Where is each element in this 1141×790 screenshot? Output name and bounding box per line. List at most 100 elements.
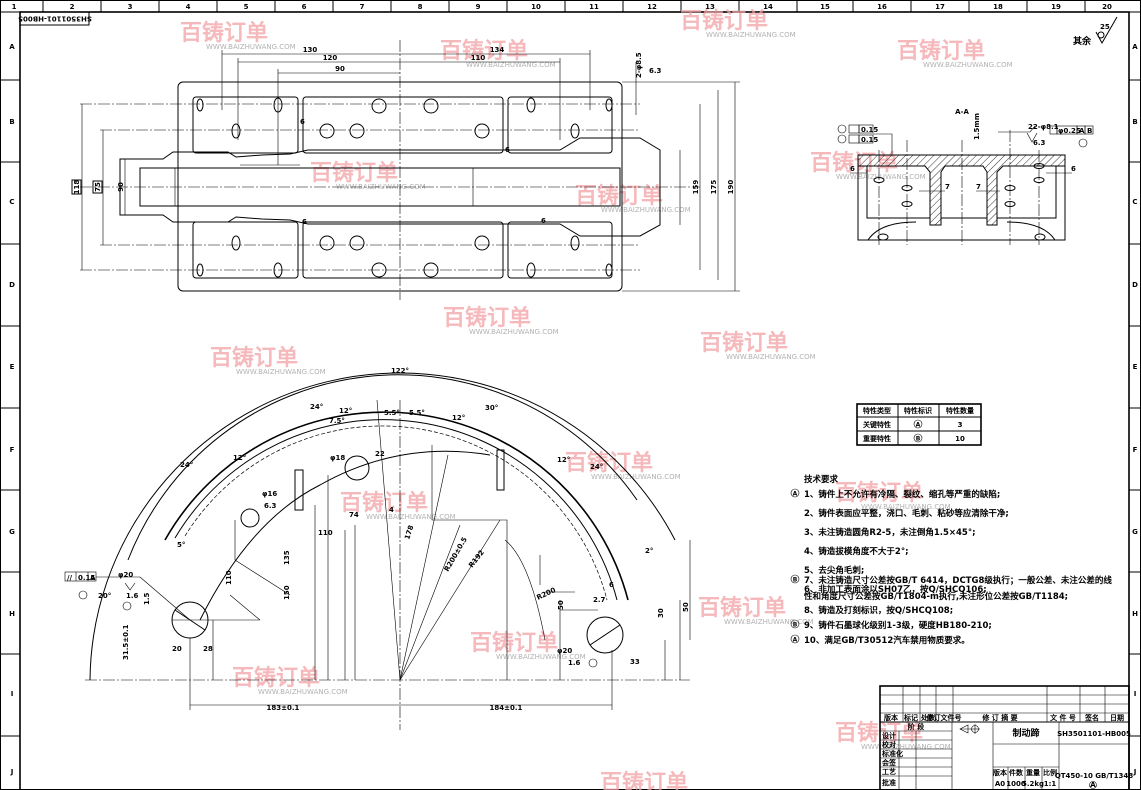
svg-text:百铸订单: 百铸订单 [232, 665, 320, 691]
svg-text:A: A [793, 637, 798, 644]
svg-text:WWW.BAIZHUWANG.COM: WWW.BAIZHUWANG.COM [258, 688, 348, 696]
svg-text:25: 25 [1100, 23, 1110, 31]
svg-text:6: 6 [609, 581, 614, 589]
svg-text:7.5°: 7.5° [329, 417, 345, 425]
svg-text:6.3: 6.3 [1033, 139, 1046, 147]
svg-text:6: 6 [850, 165, 855, 173]
svg-text:178: 178 [403, 524, 415, 540]
svg-text:9、铸件石墨球化级别1-3级，硬度HB180-210;: 9、铸件石墨球化级别1-3级，硬度HB180-210; [804, 620, 992, 631]
svg-text:百铸订单: 百铸订单 [443, 305, 531, 331]
svg-text:12°: 12° [557, 456, 570, 464]
svg-text:A: A [916, 422, 921, 429]
svg-text:2-φ8.5: 2-φ8.5 [635, 52, 643, 78]
svg-text:φ20: φ20 [557, 647, 572, 655]
svg-text:3: 3 [958, 421, 963, 429]
svg-text:75: 75 [94, 182, 102, 192]
svg-text:F: F [10, 446, 15, 454]
svg-text:24°: 24° [310, 403, 323, 411]
svg-text:183±0.1: 183±0.1 [267, 704, 300, 712]
svg-text:184±0.1: 184±0.1 [490, 704, 523, 712]
svg-text:24°: 24° [180, 461, 193, 469]
svg-text:33: 33 [630, 658, 640, 666]
svg-text:17: 17 [935, 3, 945, 11]
svg-text:3、未注铸造圆角R2-5，未注倒角1.5×45°;: 3、未注铸造圆角R2-5，未注倒角1.5×45°; [804, 527, 975, 538]
svg-text:会签: 会签 [882, 758, 897, 767]
svg-text:WWW.BAIZHUWANG.COM: WWW.BAIZHUWANG.COM [469, 328, 559, 336]
svg-text:特性类型: 特性类型 [863, 406, 891, 415]
svg-text:20: 20 [172, 645, 182, 653]
svg-text:百铸订单: 百铸订单 [680, 8, 768, 34]
svg-text:WWW.BAIZHUWANG.COM: WWW.BAIZHUWANG.COM [336, 183, 426, 191]
drawing-number-tag: SH3501101-HB005 [18, 11, 92, 26]
svg-text:F: F [1133, 446, 1138, 454]
svg-text:批准: 批准 [882, 778, 896, 787]
svg-text:日期: 日期 [1110, 713, 1124, 722]
svg-text:175: 175 [710, 180, 718, 195]
svg-text:文 件 号: 文 件 号 [1050, 713, 1076, 722]
svg-text:百铸订单: 百铸订单 [440, 38, 528, 64]
svg-text:特性标识: 特性标识 [904, 406, 932, 415]
svg-text:阶 段: 阶 段 [908, 722, 924, 731]
svg-text:A: A [9, 43, 15, 51]
svg-text:18: 18 [993, 3, 1003, 11]
svg-text:D: D [9, 281, 15, 289]
svg-text:90: 90 [117, 182, 125, 192]
svg-text:12°: 12° [452, 414, 465, 422]
svg-text:8、铸造及打刻标识，按Q/SHCQ108;: 8、铸造及打刻标识，按Q/SHCQ108; [804, 605, 953, 616]
svg-text:WWW.BAIZHUWANG.COM: WWW.BAIZHUWANG.COM [861, 503, 951, 511]
svg-text:12: 12 [647, 3, 657, 11]
svg-text:特性数量: 特性数量 [946, 406, 974, 415]
svg-text:190: 190 [727, 180, 735, 195]
characteristics-table: 特性类型 特性标识 特性数量 关键特性 A 3 重要特性 B 10 [856, 403, 982, 446]
arc-view-dimension-lines [64, 540, 691, 710]
svg-text:1.6: 1.6 [568, 659, 581, 667]
material: QT450-10 GB/T1348 [1055, 772, 1133, 780]
svg-text:WWW.BAIZHUWANG.COM: WWW.BAIZHUWANG.COM [724, 618, 814, 626]
svg-text:WWW.BAIZHUWANG.COM: WWW.BAIZHUWANG.COM [366, 513, 456, 521]
svg-text:1: 1 [12, 3, 17, 11]
svg-text:WWW.BAIZHUWANG.COM: WWW.BAIZHUWANG.COM [861, 743, 951, 751]
svg-text:6: 6 [302, 3, 307, 11]
svg-text:百铸订单: 百铸订单 [340, 490, 428, 516]
svg-text:A: A [1079, 127, 1085, 135]
svg-text:A: A [90, 574, 96, 582]
svg-text:百铸订单: 百铸订单 [835, 480, 923, 506]
svg-text:1.5mm: 1.5mm [973, 113, 981, 140]
svg-text:版本: 版本 [993, 768, 1007, 777]
svg-text:110: 110 [225, 570, 233, 585]
svg-text:24°: 24° [590, 463, 603, 471]
svg-text:13: 13 [705, 3, 715, 11]
svg-text:2°: 2° [645, 547, 653, 555]
title-block: 版本 标记 处数 修订文件号 修 订 摘 要 文 件 号 签名 日期 阶 段 设… [879, 685, 1133, 790]
svg-text:百铸订单: 百铸订单 [897, 38, 985, 64]
svg-text:5°: 5° [177, 541, 185, 549]
svg-text:50: 50 [682, 602, 690, 612]
svg-text:6.3: 6.3 [649, 67, 662, 75]
top-view: 130 120 90 134 110 118 75 90 190 175 159… [71, 40, 740, 300]
svg-text:4、铸造拔模角度不大于2°;: 4、铸造拔模角度不大于2°; [804, 546, 908, 557]
svg-text:8: 8 [418, 3, 423, 11]
svg-text:3: 3 [128, 3, 133, 11]
svg-text:150: 150 [283, 585, 291, 600]
svg-text:122°: 122° [391, 367, 409, 375]
svg-text:WWW.BAIZHUWANG.COM: WWW.BAIZHUWANG.COM [706, 31, 796, 39]
svg-text:9: 9 [476, 3, 481, 11]
svg-text:5: 5 [244, 3, 249, 11]
svg-text:22: 22 [375, 450, 385, 458]
technical-requirements: 技术要求 A 1、铸件上不允许有冷隔、裂纹、缩孔等严重的缺陷; 2、铸件表面应平… [790, 474, 1112, 646]
svg-text:百铸订单: 百铸订单 [698, 595, 786, 621]
svg-text:74: 74 [349, 511, 359, 519]
svg-text:0.15: 0.15 [78, 574, 95, 582]
svg-text:A: A [793, 491, 798, 498]
svg-text:5.5°: 5.5° [409, 409, 425, 417]
svg-text:4: 4 [389, 506, 394, 514]
svg-text:50: 50 [557, 600, 565, 610]
svg-text:30: 30 [657, 608, 665, 618]
svg-text:2.7: 2.7 [593, 596, 606, 604]
svg-text:1.6: 1.6 [126, 592, 139, 600]
svg-text:WWW.BAIZHUWANG.COM: WWW.BAIZHUWANG.COM [236, 368, 326, 376]
svg-text:件数: 件数 [1009, 768, 1024, 777]
